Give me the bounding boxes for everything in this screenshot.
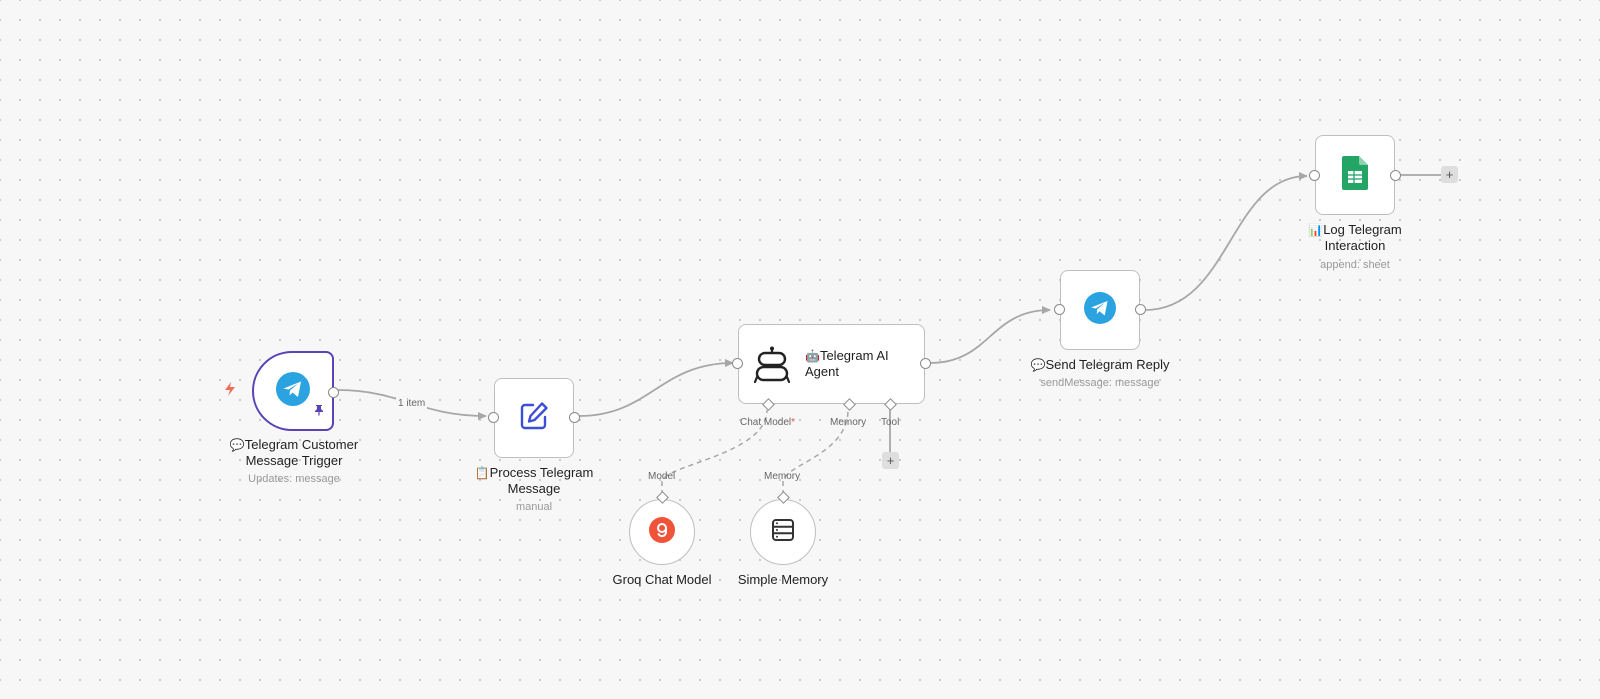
log-node-subtitle: append: sheet	[1320, 259, 1390, 271]
process-message-node[interactable]	[488, 378, 580, 458]
simple-memory-node[interactable]	[750, 499, 816, 565]
process-node-subtitle: manual	[515, 501, 553, 513]
database-icon	[770, 517, 796, 548]
log-node-title: 📊Log Telegram Interaction	[1308, 222, 1402, 253]
edge-item-count-label: 1 item	[396, 398, 428, 409]
process-output-handle[interactable]	[569, 412, 580, 423]
pin-icon	[314, 403, 324, 421]
reply-node-subtitle: sendMessage: message	[1040, 377, 1160, 389]
robot-icon	[753, 346, 791, 389]
edge-process-agent[interactable]	[578, 359, 734, 417]
edit-pen-icon	[517, 399, 551, 438]
process-node-title: 📋Process Telegram Message	[474, 465, 594, 496]
reply-output-handle[interactable]	[1135, 304, 1146, 315]
groq-chat-model-node[interactable]	[629, 499, 695, 565]
log-output-handle[interactable]	[1390, 170, 1401, 181]
reply-node-title: 💬Send Telegram Reply	[1030, 357, 1170, 372]
lightning-bolt-icon	[223, 381, 237, 402]
telegram-icon	[1084, 291, 1116, 329]
log-input-handle[interactable]	[1309, 170, 1320, 181]
tool-port-label: Tool	[881, 417, 900, 428]
groq-port-label: Model	[648, 471, 676, 482]
telegram-ai-agent-node[interactable]: 🤖Telegram AI Agent	[732, 324, 931, 404]
google-sheets-icon	[1342, 155, 1368, 195]
memory-port-label: Memory	[830, 417, 867, 428]
trigger-output-handle[interactable]	[328, 387, 339, 398]
trigger-node-subtitle: Updates: message	[248, 473, 340, 485]
memory-node-port-label: Memory	[764, 471, 801, 482]
reply-input-handle[interactable]	[1054, 304, 1065, 315]
groq-node-title: Groq Chat Model	[612, 572, 712, 587]
process-input-handle[interactable]	[488, 412, 499, 423]
agent-output-handle[interactable]	[920, 358, 931, 369]
add-next-node-button[interactable]: +	[1441, 166, 1458, 183]
telegram-trigger-node[interactable]	[252, 351, 339, 431]
log-telegram-interaction-node[interactable]	[1309, 135, 1401, 215]
agent-input-handle[interactable]	[732, 358, 743, 369]
telegram-icon	[276, 371, 310, 411]
groq-icon	[649, 516, 675, 548]
trigger-node-title: 💬Telegram Customer Message Trigger	[229, 437, 359, 468]
chat-model-port-label: Chat Model*	[740, 417, 796, 428]
add-tool-button[interactable]: +	[882, 452, 899, 469]
memory-node-title: Simple Memory	[737, 572, 829, 587]
agent-node-title: 🤖Telegram AI Agent	[805, 348, 889, 379]
send-telegram-reply-node[interactable]	[1054, 270, 1146, 350]
edge-agent-reply[interactable]	[929, 306, 1051, 364]
